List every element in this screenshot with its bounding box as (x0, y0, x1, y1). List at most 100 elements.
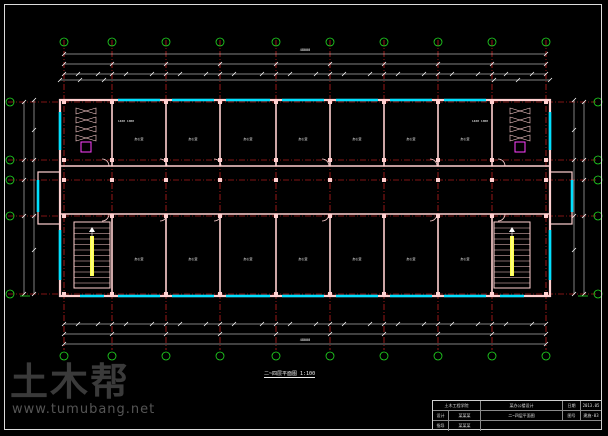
dimension-tick (57, 77, 63, 83)
dimension-tick (327, 331, 333, 337)
column (274, 178, 278, 182)
dimension-tick (529, 321, 535, 327)
column (274, 100, 278, 104)
dimension-tick (529, 71, 535, 77)
axis-bubble (487, 37, 497, 47)
axis-bubble (107, 37, 117, 47)
dimension-tick (109, 71, 115, 77)
column (382, 214, 386, 218)
dimension-tick (163, 331, 169, 337)
dimension-tick (287, 71, 293, 77)
dimension-tick (491, 77, 497, 83)
dimension-tick (503, 321, 509, 327)
column (164, 292, 168, 296)
room-label: 办公室 (188, 136, 197, 141)
room-label: 办公室 (406, 136, 415, 141)
column (218, 100, 222, 104)
column (110, 292, 114, 296)
axis-bubble (379, 351, 389, 361)
dimension-tick (543, 51, 549, 57)
toilet-fixture (84, 125, 97, 133)
toilet-fixture (518, 134, 531, 142)
dimension-tick (21, 157, 27, 163)
dimension-tick (435, 61, 441, 67)
dimension-tick (395, 71, 401, 77)
column (382, 292, 386, 296)
axis-bubbles (5, 37, 603, 361)
dimension-tick (177, 71, 183, 77)
column (328, 100, 332, 104)
dimension-tick (31, 213, 37, 219)
title-block-date: 2013.05 (582, 403, 600, 408)
title-block-row: 土木工程学院 某办公楼设计 日期 2013.05 (433, 401, 601, 411)
dimension-tick (21, 213, 27, 219)
door-swing (101, 158, 110, 167)
room-label: 办公室 (134, 256, 143, 261)
axis-bubble (593, 211, 603, 221)
axis-bubble (5, 289, 15, 299)
dimension-tick (421, 321, 427, 327)
dimension-tick (21, 99, 27, 105)
dimension-tick (489, 321, 495, 327)
dimension-tick (449, 71, 455, 77)
dimension-tick (95, 321, 101, 327)
dimension-tick (163, 61, 169, 67)
column (436, 178, 440, 182)
title-block-value: 某某某 (449, 421, 481, 431)
toilet-fixture (84, 134, 97, 142)
stair-arrow-head (89, 227, 95, 232)
dimension-tick (109, 331, 115, 337)
title-block-sheet-name: 二~四层平面图 (481, 411, 563, 420)
door-swing (101, 213, 110, 222)
column (490, 292, 494, 296)
column (62, 158, 66, 162)
title-block-date-label: 日期 (563, 401, 581, 410)
axis-bubble (107, 351, 117, 361)
stair-well (493, 221, 531, 289)
stairs (73, 107, 531, 289)
dimension-tick (31, 97, 37, 103)
dimension-tick (435, 321, 441, 327)
axis-bubble (325, 37, 335, 47)
axis-bubble (5, 97, 15, 107)
dimension-tick (217, 61, 223, 67)
dimension-tick (571, 291, 577, 297)
axis-bubble (59, 37, 69, 47)
dimension-tick (231, 71, 237, 77)
dimension-tick (547, 77, 553, 83)
column (164, 178, 168, 182)
dimension-tick (21, 177, 27, 183)
dimension-tick (31, 127, 37, 133)
dimension-tick (149, 321, 155, 327)
column (436, 100, 440, 104)
axis-bubble (487, 351, 497, 361)
dimension-tick (203, 71, 209, 77)
dimension-tick (231, 321, 237, 327)
dimension-tick (543, 331, 549, 337)
dimension-tick (543, 321, 549, 327)
dimension-tick (61, 61, 67, 67)
column (164, 214, 168, 218)
axis-bubble (5, 155, 15, 165)
room-label: 办公室 (134, 136, 143, 141)
dimension-tick (95, 71, 101, 77)
stair-annotation: 1400 1000 (118, 119, 134, 123)
dimension-tick (581, 291, 587, 297)
column (490, 100, 494, 104)
column (436, 214, 440, 218)
dimension-tick (287, 321, 293, 327)
dimension-tick (381, 321, 387, 327)
toilet-fixture (509, 116, 522, 124)
toilet-fixture (509, 125, 522, 133)
dimension-tick (273, 331, 279, 337)
toilet-fixture (518, 107, 531, 115)
title-block-label: 指导 (433, 421, 449, 431)
room-label: 办公室 (243, 256, 252, 261)
column (382, 178, 386, 182)
dimension-tick (581, 157, 587, 163)
column (110, 158, 114, 162)
axis-bubble (59, 351, 69, 361)
dimension-tick (31, 157, 37, 163)
door-swing (213, 213, 222, 222)
